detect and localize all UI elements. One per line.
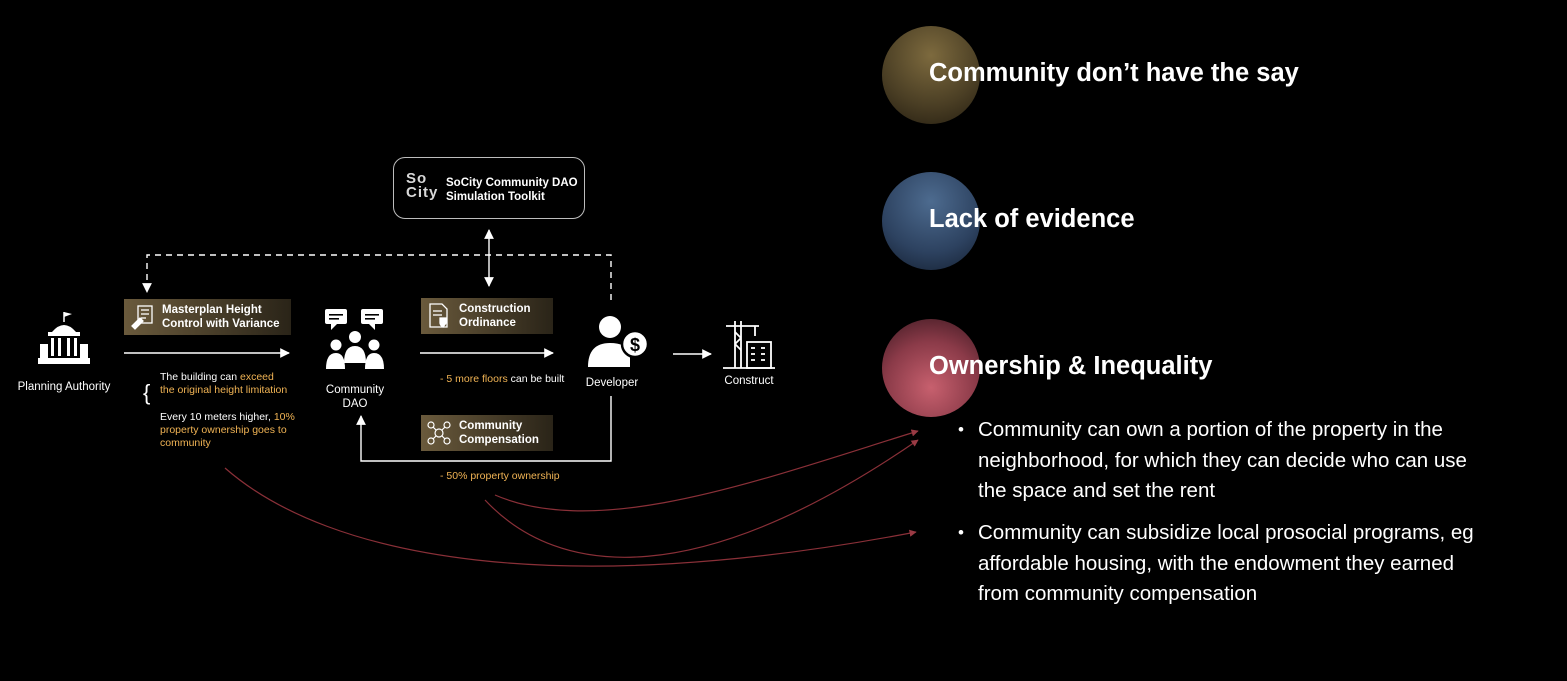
developer-label: Developer (585, 377, 639, 389)
ownership-rule-note: Every 10 meters higher, 10% property own… (160, 411, 310, 450)
issue-title-say: Community don’t have the say (929, 59, 1299, 87)
issue-circle-ownership (882, 319, 980, 417)
community-dao-label: Community DAO (325, 384, 385, 410)
notes-brace: { (143, 380, 151, 405)
exceed-note-prefix: The building can (160, 371, 240, 383)
floors-note-dash: - (440, 373, 447, 385)
masterplan-tag: Masterplan Height Control with Variance (124, 299, 291, 335)
planning-authority-label: Planning Authority (17, 381, 111, 393)
construction-crane-icon (723, 318, 775, 370)
toolkit-title: SoCity Community DAO Simulation Toolkit (446, 177, 578, 203)
document-shield-icon (421, 298, 457, 334)
issue-title-evidence: Lack of evidence (929, 205, 1135, 233)
floors-note-suffix: can be built (507, 373, 565, 385)
government-building-icon (38, 310, 90, 368)
ownership-rule-line2: property ownership goes to (160, 424, 287, 436)
compensation-network-icon (421, 415, 457, 451)
bullet-dot: • (958, 420, 964, 439)
floors-note-highlight: 5 more floors (446, 373, 508, 385)
curve-ownership-to-bullet1a (494, 429, 919, 512)
bullet-text: Community can own a portion of the prope… (978, 418, 1467, 502)
toolkit-box: So City SoCity Community DAO Simulation … (393, 157, 585, 219)
svg-text:$: $ (630, 335, 640, 355)
issue-circle-say (882, 26, 980, 124)
ownership-rule-line3: community (160, 437, 211, 449)
construct-label: Construct (724, 375, 774, 387)
issue-title-ownership: Ownership & Inequality (929, 352, 1213, 380)
ownership-rule-prefix: Every 10 meters higher, (160, 411, 274, 423)
community-compensation-tag: Community Compensation (421, 415, 553, 451)
compensation-return-line (356, 396, 612, 462)
construction-ordinance-tag: Construction Ordinance (421, 298, 553, 334)
blueprint-gavel-icon (124, 299, 160, 335)
dashed-feedback-line (142, 254, 612, 300)
bullet-item-subsidize: • Community can subsidize local prosocia… (958, 518, 1498, 610)
bullet-item-own-property: • Community can own a portion of the pro… (958, 415, 1498, 507)
bullet-dot: • (958, 523, 964, 542)
community-group-icon (323, 307, 387, 373)
construction-ordinance-label: Construction Ordinance (459, 303, 531, 329)
curve-exceed-to-bullet2 (224, 467, 917, 567)
exceed-note: The building can exceed the original hei… (160, 371, 310, 397)
community-compensation-label: Community Compensation (459, 420, 539, 446)
exceed-note-line2: the original height limitation (160, 384, 288, 396)
exceed-note-highlight: exceed (239, 371, 274, 383)
issue-circle-evidence (882, 172, 980, 270)
ownership-rule-highlight: 10% (273, 411, 295, 423)
developer-money-icon: $ (586, 313, 650, 369)
fifty-percent-note: - 50% property ownership (440, 470, 560, 482)
socity-logo: So City (406, 170, 439, 201)
curve-ownership-to-bullet1b (484, 439, 919, 558)
bullet-text: Community can subsidize local prosocial … (978, 521, 1474, 605)
floors-note: - 5 more floors can be built (440, 373, 564, 386)
masterplan-label: Masterplan Height Control with Variance (162, 304, 280, 330)
